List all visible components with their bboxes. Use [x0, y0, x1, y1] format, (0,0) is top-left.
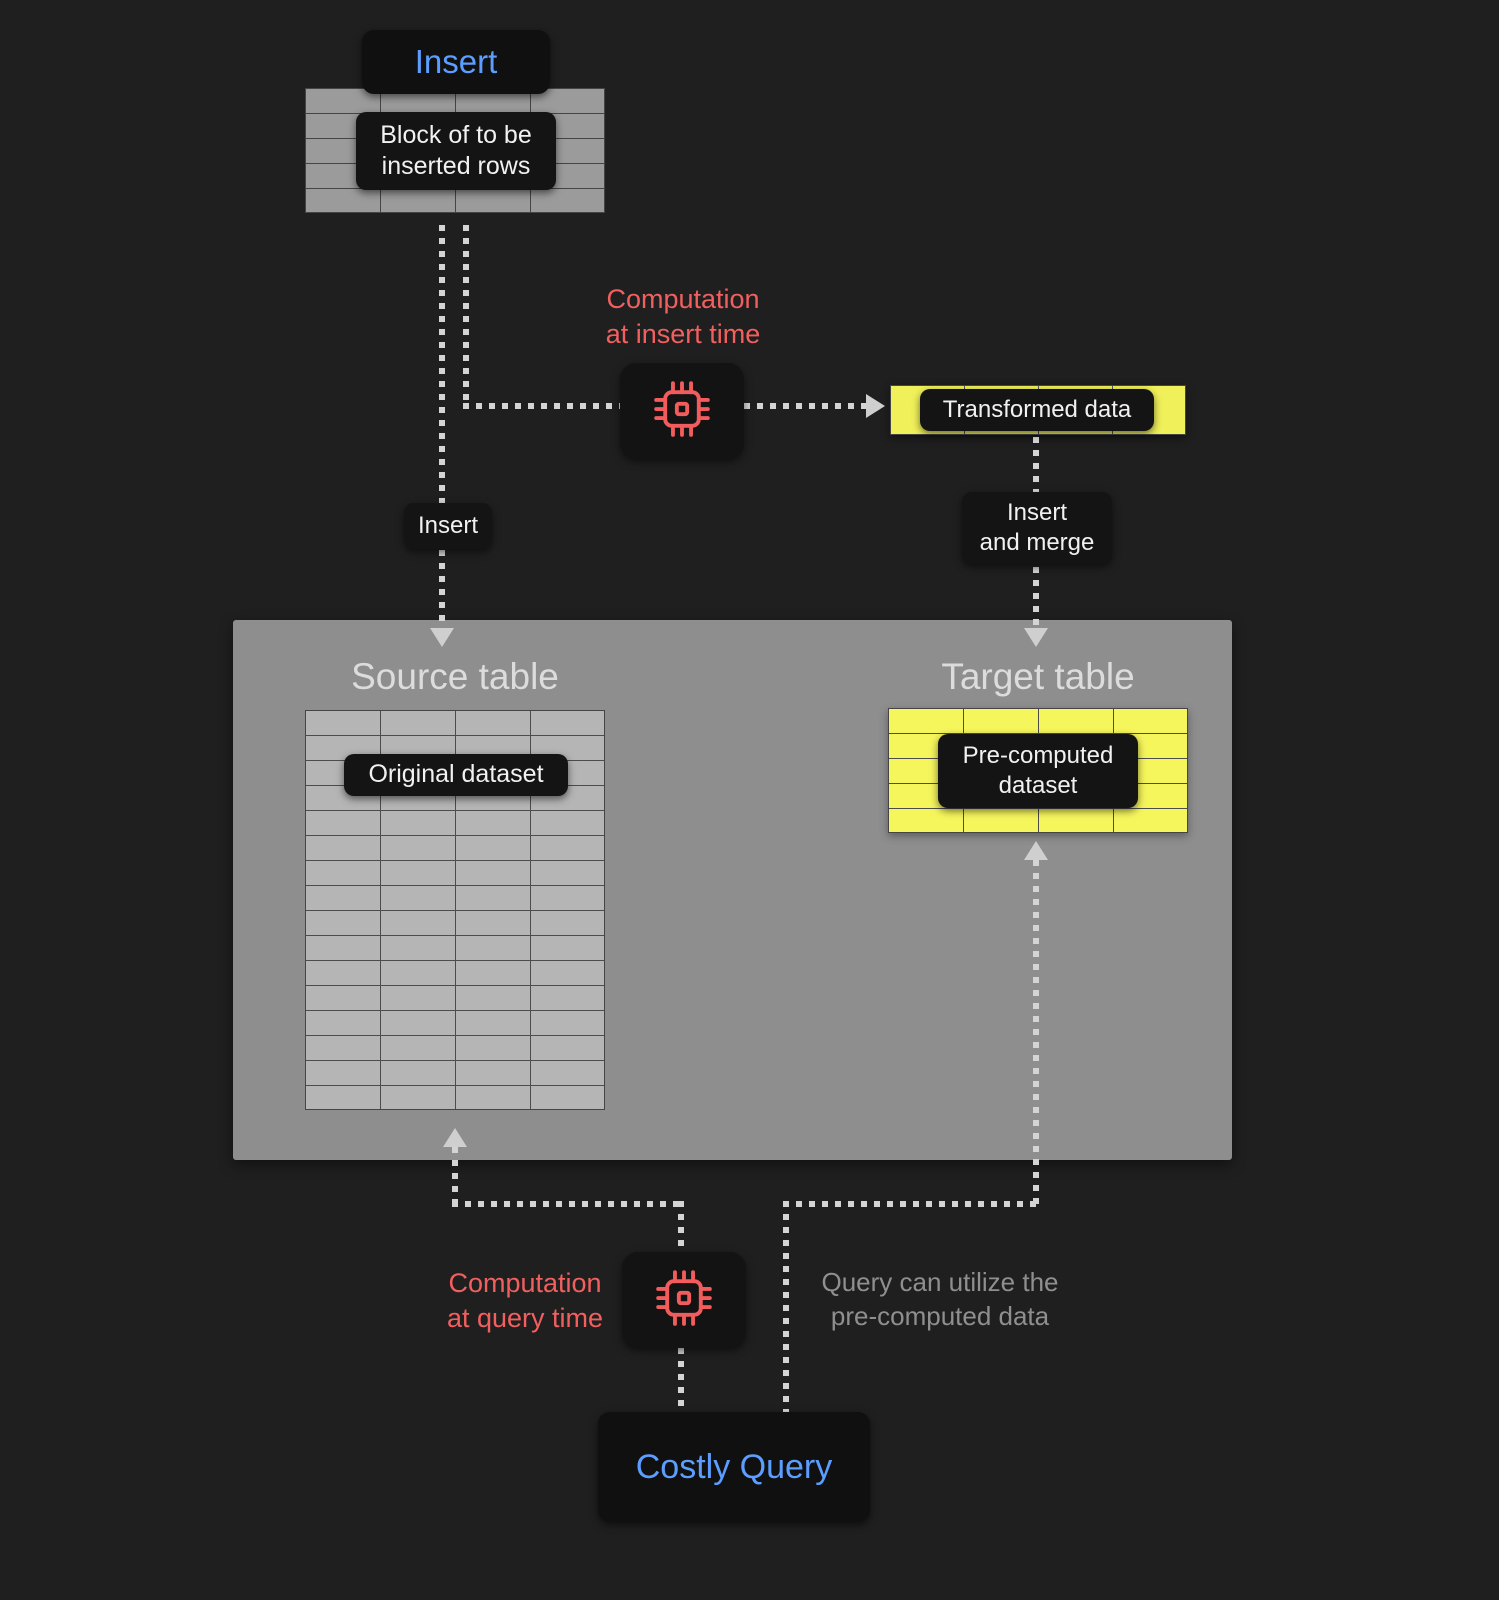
edge-query-to-source-horiz — [452, 1201, 681, 1207]
edge-query-up-to-target — [1033, 860, 1039, 1205]
insert-title-badge: Insert — [362, 30, 550, 94]
costly-query-badge: Costly Query — [598, 1412, 870, 1522]
edge-query-to-cpu2 — [678, 1348, 684, 1412]
insert-edge-label: Insert — [404, 503, 492, 549]
cpu-icon — [651, 378, 713, 445]
computation-insert-time-note: Computation at insert time — [605, 284, 761, 350]
query-utilize-note: Query can utilize the pre-computed data — [821, 1267, 1059, 1331]
edge-query-right-vert — [783, 1201, 789, 1412]
edge-cpu-to-transformed — [744, 403, 868, 409]
edge-query-right-horiz — [783, 1201, 1037, 1207]
cpu-insert-box — [620, 363, 744, 459]
insert-and-merge-edge-label: Insert and merge — [962, 492, 1112, 564]
target-table-title: Target table — [941, 656, 1135, 697]
block-of-rows-label: Block of to be inserted rows — [356, 112, 556, 190]
arrowhead-into-target-bottom — [1024, 841, 1048, 860]
computation-query-time-note: Computation at query time — [446, 1268, 604, 1334]
arrowhead-into-source-top — [430, 628, 454, 647]
cpu-query-box — [622, 1252, 746, 1348]
arrowhead-into-source-bottom — [443, 1128, 467, 1147]
original-dataset-label: Original dataset — [344, 754, 568, 796]
edge-block-to-cpu-horiz — [463, 403, 620, 409]
precomputed-dataset-label: Pre-computed dataset — [938, 734, 1138, 808]
arrowhead-into-transformed — [866, 394, 885, 418]
transformed-data-label: Transformed data — [920, 389, 1154, 431]
arrowhead-into-target-top — [1024, 628, 1048, 647]
edge-block-to-cpu-vert — [463, 225, 469, 409]
edge-query-to-source-vert — [452, 1147, 458, 1207]
cpu-icon — [653, 1267, 715, 1334]
source-table-title: Source table — [351, 656, 559, 697]
edge-block-to-source — [439, 225, 445, 628]
edge-horiz-to-cpu2 — [678, 1201, 684, 1252]
